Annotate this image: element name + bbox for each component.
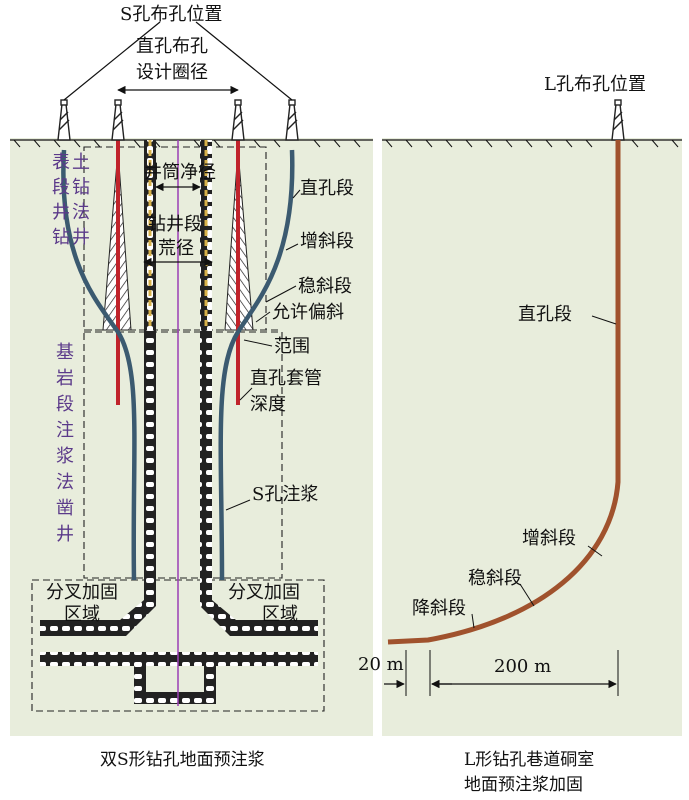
left-build-section-label: 增斜段 [300,231,354,252]
svg-text:凿: 凿 [56,498,74,519]
right-panel-background [382,138,682,736]
s-hole-position-label: S孔布孔位置 [120,4,222,25]
svg-text:法: 法 [56,472,74,493]
derrick-1 [57,99,71,141]
left-hold-section-label: 稳斜段 [298,276,352,297]
left-panel [10,21,373,736]
dim-small-label: 20 m [358,654,404,675]
left-caption: 双S形钻孔地面预注浆 [100,750,265,770]
svg-text:井: 井 [52,202,70,223]
l-hole-position-label: L孔布孔位置 [544,74,646,95]
svg-text:岩: 岩 [56,368,74,389]
allowed-deviation-label-2: 范围 [274,336,310,357]
derrick-2 [111,99,125,141]
shaft-net-diameter-label: 井筒净径 [144,162,216,183]
dim-large-label: 200 m [494,656,551,677]
drill-rough-diameter-label-2: 荒径 [158,238,194,259]
bedrock-zone-frame [83,331,283,579]
casing-depth-label-2: 深度 [250,394,286,415]
right-caption-line-2: 地面预注浆加固 [464,775,583,795]
s-grouting-label: S孔注浆 [252,484,318,505]
fork-right-label-1: 分叉加固 [228,582,300,603]
left-straight-section-label: 直孔段 [300,178,354,199]
svg-text:井: 井 [72,227,90,248]
left-s-hole [61,149,137,581]
svg-text:基: 基 [56,342,74,363]
topsoil-method-label: 表 土 段 钻 井 法 钻 井 [52,152,90,248]
svg-text:法: 法 [72,202,90,223]
svg-text:表: 表 [52,152,70,173]
svg-text:段: 段 [52,177,70,198]
vertical-circle-label-1: 直孔布孔 [136,36,208,57]
right-s-hole [218,149,295,581]
fork-right-label-2: 区域 [262,604,298,625]
fork-left-label-2: 区域 [64,604,100,625]
casing-depth-label-1: 直孔套管 [250,368,322,389]
svg-text:钻: 钻 [52,227,70,248]
shaft-left-wall-lower [40,330,156,636]
derrick-4 [285,99,299,141]
derrick-3 [231,99,245,141]
right-panel [382,99,682,736]
svg-text:钻: 钻 [72,177,90,198]
l-derrick [611,99,625,141]
right-straight-section-label: 直孔段 [518,304,572,325]
l-hole [387,140,621,645]
vertical-circle-label-2: 设计圈径 [136,62,208,83]
shaft-right-wall-lower [200,330,318,636]
right-caption-line-1: L形钻孔巷道硐室 [464,750,594,770]
bedrock-method-label: 基 岩 段 注 浆 法 凿 井 [56,342,74,545]
svg-text:井: 井 [56,524,74,545]
svg-text:土: 土 [72,152,90,173]
right-hold-section-label: 稳斜段 [468,568,522,589]
svg-text:浆: 浆 [56,446,74,467]
right-build-section-label: 增斜段 [522,528,576,549]
drill-rough-diameter-label-1: 钻井段 [148,214,202,235]
right-drop-section-label: 降斜段 [412,598,466,619]
svg-text:注: 注 [56,420,74,441]
svg-text:段: 段 [56,394,74,415]
allowed-deviation-label-1: 允许偏斜 [272,302,344,323]
fork-left-label-1: 分叉加固 [46,582,118,603]
